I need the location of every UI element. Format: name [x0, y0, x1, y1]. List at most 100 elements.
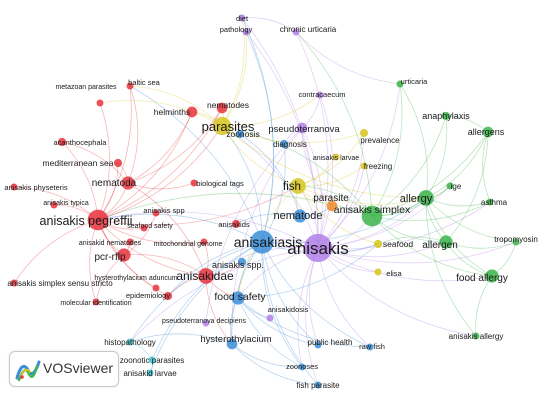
edge-anisakiasis-zoonoses: [261, 241, 303, 368]
node-biological-tags[interactable]: [190, 179, 198, 187]
node-histopathology[interactable]: [126, 338, 134, 346]
node-label-anisakis-spp: anisakis spp: [143, 206, 184, 215]
node-nematoda[interactable]: [121, 176, 135, 190]
node-freezing[interactable]: [360, 162, 368, 170]
node-anisakid-larvae[interactable]: [146, 369, 154, 377]
node-anisakis[interactable]: [303, 233, 333, 263]
edge-layer: [13, 17, 517, 386]
node-public-health[interactable]: [314, 341, 322, 349]
node-elisa[interactable]: [374, 268, 382, 276]
node-allergy[interactable]: [418, 190, 434, 206]
node-pcr-rflp[interactable]: [117, 248, 131, 262]
node-food-allergy[interactable]: [485, 269, 499, 283]
node-label-parasite: parasite: [313, 193, 349, 204]
node-label-asthma: asthma: [481, 198, 508, 207]
edge-anisakidae-pcr_rflp: [123, 254, 207, 277]
node-label-allergens: allergens: [468, 127, 505, 137]
node-prevalence[interactable]: [359, 128, 369, 138]
node-contracaecum[interactable]: [316, 91, 324, 99]
node-label-diet: diet: [236, 14, 249, 23]
edge-nematoda-baltic_sea: [127, 85, 139, 184]
node-food-safety[interactable]: [231, 291, 245, 305]
edge-chronic_urticaria-urticaria: [295, 31, 401, 85]
node-parasites[interactable]: [212, 116, 232, 136]
node-anisakis-larvae[interactable]: [332, 153, 340, 161]
node-label-tropomyosin: tropomyosin: [494, 235, 538, 244]
node-seafood-safety[interactable]: [140, 224, 148, 232]
node-anisakid-nematodes[interactable]: [126, 238, 134, 246]
node-label-anisakiasis: anisakiasis: [234, 234, 302, 250]
edge-anisakis-public_health: [308, 247, 319, 346]
node-mitochondrial-genome[interactable]: [200, 238, 208, 246]
node-zoonoses[interactable]: [298, 363, 306, 371]
node-anaphylaxis[interactable]: [441, 111, 451, 121]
node-asthma[interactable]: [486, 198, 494, 206]
node-nematode[interactable]: [293, 209, 307, 223]
node-helminths[interactable]: [186, 106, 198, 118]
node-anisakis-physeteris[interactable]: [10, 183, 18, 191]
node-acanthocephala[interactable]: [57, 137, 67, 147]
node-pathology[interactable]: [242, 28, 250, 36]
node-anisakis-simplex[interactable]: [361, 205, 383, 227]
node-pseudoterranova[interactable]: [296, 122, 308, 134]
edge-allergen-seafood: [377, 236, 447, 245]
node-allergen[interactable]: [439, 235, 453, 249]
node-seafood[interactable]: [373, 239, 383, 249]
node-diagnosis[interactable]: [279, 139, 289, 149]
node-chronic-urticaria[interactable]: [292, 28, 300, 36]
node-hysterothylacium[interactable]: [226, 338, 238, 350]
node-fish[interactable]: [290, 178, 306, 194]
node-label-food-allergy: food allergy: [456, 273, 508, 284]
node-epidemiology[interactable]: [163, 291, 173, 301]
edge-anisakis_simplex-anaphylaxis: [371, 115, 447, 217]
node-urticaria[interactable]: [396, 80, 404, 88]
edge-pseudoterranova-parasite: [301, 127, 333, 207]
node-fish-parasite[interactable]: [314, 381, 322, 389]
node-hysterothylacium-aduncum[interactable]: [152, 284, 160, 292]
node-metazoan-parasites[interactable]: [96, 99, 104, 107]
node-label-acanthocephala: acanthocephala: [54, 138, 108, 147]
node-anisakis-simplex-sensu-stricto[interactable]: [10, 279, 18, 287]
node-parasite[interactable]: [326, 200, 338, 212]
edge-allergy-anisakis_allergy: [425, 197, 477, 337]
edge-anisakis_pegreffii-parasites: [97, 125, 223, 221]
edge-nematode-zoonosis: [239, 133, 301, 217]
node-label-anisakis: anisakis: [287, 239, 348, 258]
edge-anisakis_simplex-allergens: [371, 131, 489, 217]
edge-anisakis_pegreffii-nematodes: [97, 107, 223, 221]
node-allergens[interactable]: [482, 126, 494, 138]
edge-nematoda-biological_tags: [127, 182, 195, 190]
edge-anisakiasis-anisakid_larvae: [149, 241, 263, 374]
node-anisakiasis[interactable]: [250, 230, 274, 254]
node-anisakis-allergy[interactable]: [472, 332, 480, 340]
node-raw-fish[interactable]: [366, 343, 374, 351]
node-anisakis-pegreffii[interactable]: [87, 209, 109, 231]
node-ige[interactable]: [446, 182, 454, 190]
node-nematodes[interactable]: [216, 102, 228, 114]
node-anisakis-spp[interactable]: [152, 209, 160, 217]
edge-anisakis-anisakis_allergy: [317, 247, 477, 337]
node-anisakis-typica[interactable]: [50, 201, 58, 209]
node-diet[interactable]: [238, 14, 246, 22]
node-anisakidae[interactable]: [198, 268, 214, 284]
node-pseudoterranova-decipiens[interactable]: [202, 319, 210, 327]
node-baltic-sea[interactable]: [126, 82, 134, 90]
edge-anisakis-tropomyosin: [317, 241, 517, 264]
node-molecular-identification[interactable]: [92, 298, 100, 306]
node-anisakidosis[interactable]: [266, 314, 274, 322]
edge-anisakiasis-epidemiology: [167, 241, 263, 297]
edge-chronic_urticaria-diet: [241, 17, 297, 33]
edge-allergens-asthma: [482, 131, 491, 203]
node-zoonosis[interactable]: [235, 129, 245, 139]
node-zoonotic-parasites[interactable]: [148, 356, 156, 364]
node-anisakids[interactable]: [231, 219, 241, 229]
node-label-public-health: public health: [308, 338, 353, 347]
node-anisakis-spp-dot[interactable]: [237, 257, 247, 267]
vosviewer-logo-text: VOSviewer: [43, 360, 114, 376]
edge-anisakis_pegreffii-helminths: [97, 111, 193, 221]
node-tropomyosin[interactable]: [512, 238, 520, 246]
edge-hysterothylacium-zoonoses: [231, 343, 303, 368]
node-mediterranean-sea[interactable]: [113, 158, 123, 168]
